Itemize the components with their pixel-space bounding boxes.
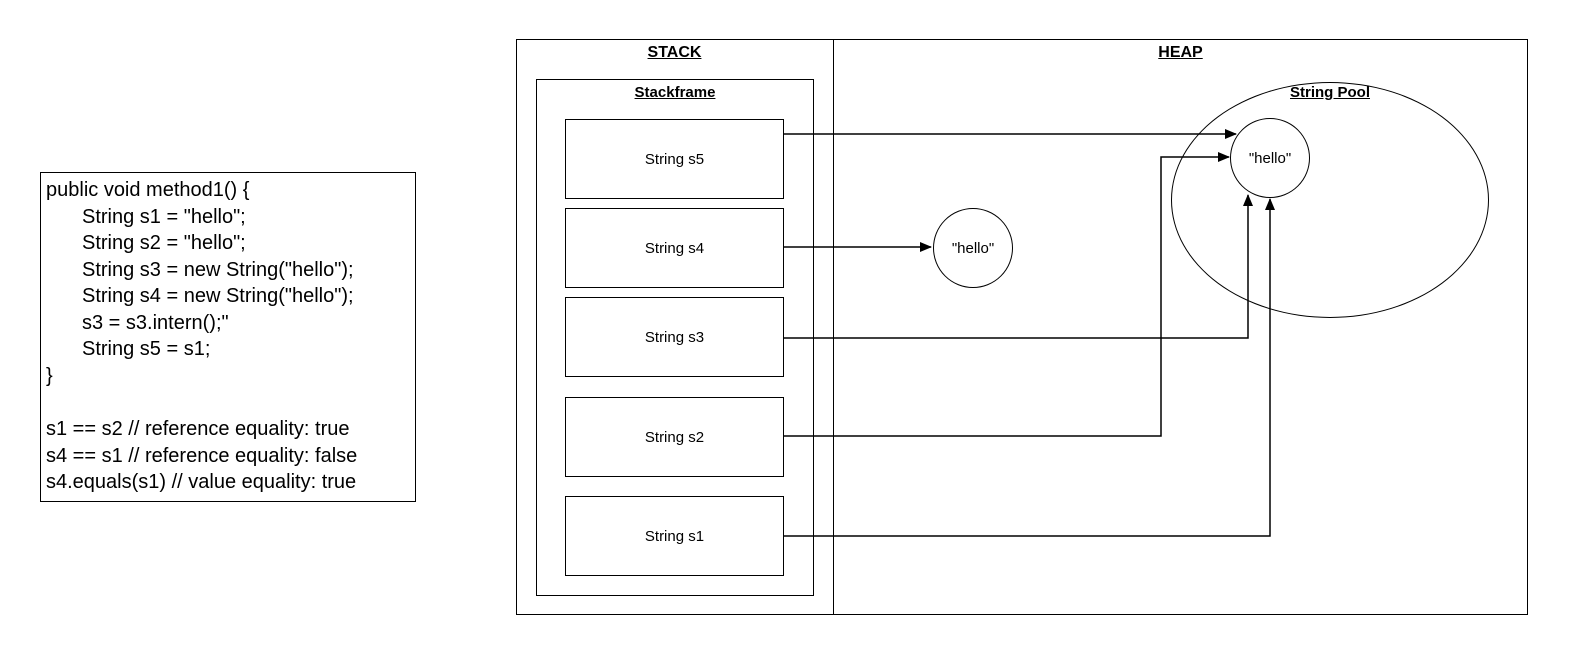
memory-diagram-frame: [516, 39, 1528, 615]
comparison-line-3: s4.equals(s1) // value equality: true: [46, 471, 357, 493]
code-line-s3: String s3 = new String("hello");: [82, 258, 354, 281]
code-line-intern: s3 = s3.intern();": [82, 311, 229, 334]
string-pool-ellipse: [1171, 82, 1489, 318]
arrow-s3-to-pool: [784, 194, 1253, 339]
code-line-s4: String s4 = new String("hello");: [82, 285, 354, 307]
heap-hello-object: "hello": [933, 208, 1013, 288]
heap-title: HEAP: [1158, 44, 1203, 61]
stack-variable-s2: String s2: [565, 397, 784, 477]
stack-variable-s3: String s3: [565, 297, 784, 377]
code-line-s1: String s1 = "hello";: [82, 205, 246, 228]
stack-heap-divider: [833, 39, 834, 615]
code-snippet-box: public void method1() { String s1 = "hel…: [40, 172, 416, 502]
stack-title: STACK: [647, 44, 702, 61]
string-pool-title: String Pool: [1290, 84, 1370, 101]
code-line-s2: String s2 = "hello";: [82, 232, 246, 254]
comparison-line-2: s4 == s1 // reference equality: false: [46, 444, 358, 467]
stack-variable-s5: String s5: [565, 119, 784, 199]
code-line-s5: String s5 = s1;: [82, 338, 211, 360]
stackframe-title: Stackframe: [634, 84, 716, 101]
code-line-close: }: [46, 364, 53, 387]
stack-variable-s1: String s1: [565, 496, 784, 576]
arrow-s1-to-pool: [784, 198, 1275, 537]
code-line-signature: public void method1() {: [46, 179, 250, 201]
pool-hello-object: "hello": [1230, 118, 1310, 198]
comparison-line-1: s1 == s2 // reference equality: true: [46, 418, 350, 440]
stack-variable-s4: String s4: [565, 208, 784, 288]
arrow-s2-to-pool: [784, 152, 1230, 437]
